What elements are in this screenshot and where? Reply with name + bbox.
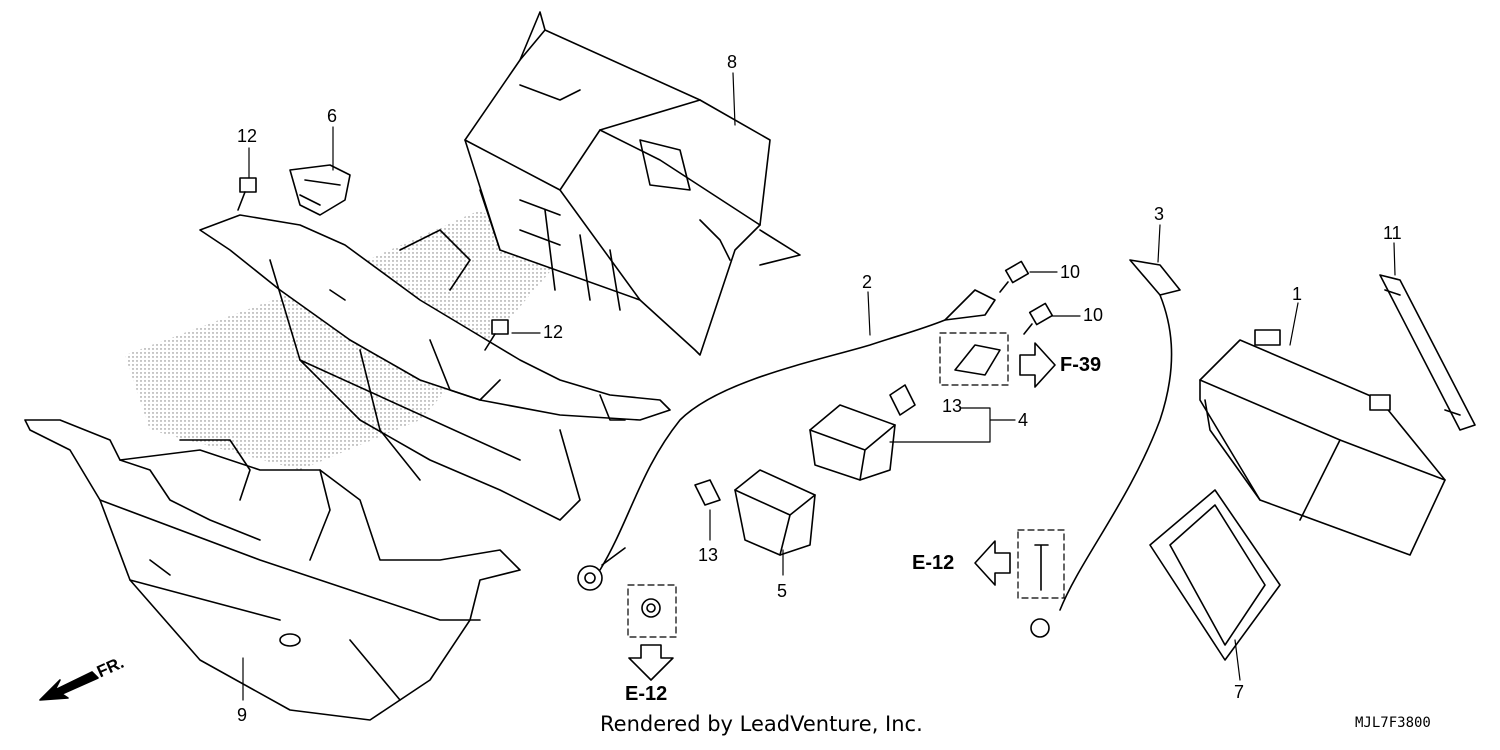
ref-box-f39 xyxy=(939,332,1009,386)
callout-6: 6 xyxy=(327,106,338,126)
battery-holder-bracket xyxy=(199,164,671,521)
under-tray xyxy=(24,419,521,721)
cable-3 xyxy=(1030,259,1181,638)
ref-label-f39[interactable]: F-39 xyxy=(1060,354,1102,376)
callout-8: 8 xyxy=(727,52,738,72)
callout-7: 7 xyxy=(1234,682,1245,702)
ref-box-e12-right xyxy=(1017,529,1065,599)
callout-4: 4 xyxy=(1018,410,1029,430)
bolt-10-b xyxy=(1023,302,1054,335)
callout-12-b: 12 xyxy=(543,322,564,342)
callout-13-b: 13 xyxy=(698,545,719,565)
bolt-12-a xyxy=(237,177,257,211)
callout-12-a: 12 xyxy=(237,126,258,146)
ref-label-e12-right[interactable]: E-12 xyxy=(912,552,955,574)
relay-4 xyxy=(809,384,916,481)
bolt-10-a xyxy=(999,260,1030,293)
cable-2 xyxy=(577,289,996,591)
arrow-f39 xyxy=(1019,342,1056,388)
relay-5 xyxy=(694,469,816,556)
rubber-mat xyxy=(1149,489,1281,661)
callout-9: 9 xyxy=(237,705,248,725)
credit-text: Rendered by LeadVenture, Inc. xyxy=(600,712,923,736)
callout-1: 1 xyxy=(1292,284,1303,304)
callout-3: 3 xyxy=(1154,204,1165,224)
arrow-e12-bottom xyxy=(628,644,674,681)
arrow-e12-right xyxy=(974,540,1011,586)
battery-strap xyxy=(1379,274,1476,431)
battery xyxy=(1199,329,1446,556)
callout-11: 11 xyxy=(1383,223,1402,243)
callout-10-b: 10 xyxy=(1083,305,1104,325)
fr-arrow xyxy=(39,671,99,701)
shadow-area xyxy=(125,210,560,470)
battery-box-cover xyxy=(464,11,801,356)
ref-box-e12-bottom xyxy=(627,584,677,638)
bolt-12-b xyxy=(484,319,509,351)
callout-2: 2 xyxy=(862,272,873,292)
callout-10-a: 10 xyxy=(1060,262,1081,282)
ref-label-e12-bottom[interactable]: E-12 xyxy=(625,683,668,705)
callout-13-a: 13 xyxy=(942,396,963,416)
callout-5: 5 xyxy=(777,581,788,601)
diagram-code: MJL7F3800 xyxy=(1355,715,1431,731)
